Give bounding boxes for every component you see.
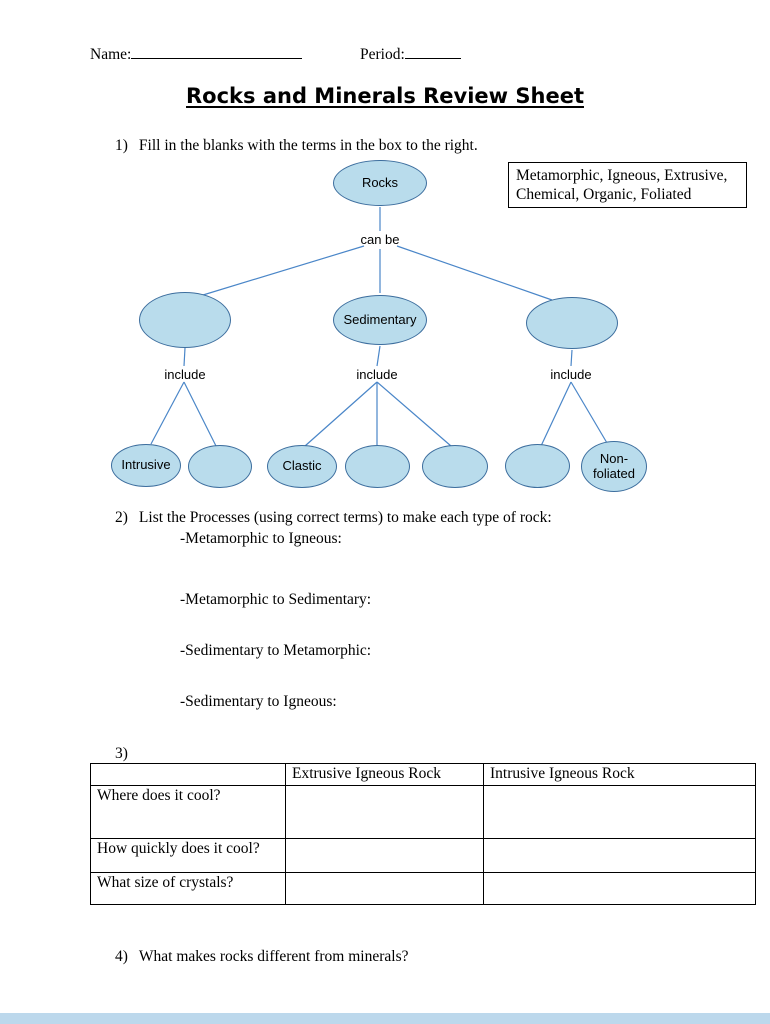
q2-item-sedimentary-igneous: -Sedimentary to Igneous: xyxy=(180,693,337,710)
q3-table: Extrusive Igneous Rock Intrusive Igneous… xyxy=(90,763,756,905)
diagram-connectors xyxy=(150,207,608,447)
ellipse-level2-blank-left[interactable] xyxy=(139,292,231,348)
table-cell-blank[interactable] xyxy=(483,872,756,905)
table-header-row: Extrusive Igneous Rock Intrusive Igneous… xyxy=(90,763,756,786)
label-include-center: include xyxy=(356,367,398,382)
label-can-be: can be xyxy=(360,232,400,247)
word-bank-box: Metamorphic, Igneous, Extrusive, Chemica… xyxy=(508,162,747,208)
table-row-crystal-size: What size of crystals? xyxy=(90,872,756,905)
worksheet-title: Rocks and Minerals Review Sheet xyxy=(186,84,584,108)
question-4: 4) What makes rocks different from minera… xyxy=(115,948,409,966)
table-cell-blank[interactable] xyxy=(285,838,484,873)
q2-item-metamorphic-igneous: -Metamorphic to Igneous: xyxy=(180,530,342,547)
table-cell-blank[interactable] xyxy=(483,785,756,839)
question-2: 2) List the Processes (using correct term… xyxy=(115,509,552,527)
ellipse-rocks: Rocks xyxy=(333,160,427,206)
q1-text: Fill in the blanks with the terms in the… xyxy=(138,137,478,154)
table-row-where: Where does it cool? xyxy=(90,785,756,839)
page-bottom-edge xyxy=(0,1013,770,1024)
period-row: Period: xyxy=(360,44,461,64)
name-row: Name: xyxy=(90,44,303,64)
period-blank-line[interactable] xyxy=(404,44,461,59)
word-bank-line-1: Metamorphic, Igneous, Extrusive, xyxy=(516,167,728,184)
name-blank-line[interactable] xyxy=(131,44,303,59)
period-label: Period: xyxy=(360,46,405,63)
table-row-how-quickly: How quickly does it cool? xyxy=(90,838,756,873)
q4-text: What makes rocks different from minerals… xyxy=(138,948,409,965)
ellipse-level2-blank-right[interactable] xyxy=(526,297,618,349)
table-row-label: Where does it cool? xyxy=(90,785,286,839)
q2-item-metamorphic-sedimentary: -Metamorphic to Sedimentary: xyxy=(180,591,372,608)
table-row-label: How quickly does it cool? xyxy=(90,838,286,873)
ellipse-blank-3[interactable] xyxy=(422,445,488,488)
ellipse-blank-4[interactable] xyxy=(505,444,570,488)
q2-number: 2) xyxy=(115,509,128,526)
q2-text: List the Processes (using correct terms)… xyxy=(138,509,552,526)
q3-number: 3) xyxy=(115,745,128,762)
name-label: Name: xyxy=(90,46,132,63)
q1-number: 1) xyxy=(115,137,128,154)
table-row-label: What size of crystals? xyxy=(90,872,286,905)
ellipse-intrusive: Intrusive xyxy=(111,444,181,487)
q4-number: 4) xyxy=(115,948,128,965)
table-cell-blank[interactable] xyxy=(285,872,484,905)
label-include-right: include xyxy=(550,367,592,382)
q2-item-sedimentary-metamorphic: -Sedimentary to Metamorphic: xyxy=(180,642,372,659)
ellipse-clastic: Clastic xyxy=(267,445,337,488)
table-header-extrusive: Extrusive Igneous Rock xyxy=(285,763,484,786)
table-header-intrusive: Intrusive Igneous Rock xyxy=(483,763,756,786)
ellipse-blank-1[interactable] xyxy=(188,445,252,488)
ellipse-blank-2[interactable] xyxy=(345,445,410,488)
label-include-left: include xyxy=(164,367,206,382)
table-header-blank xyxy=(90,763,286,786)
question-1: 1) Fill in the blanks with the terms in t… xyxy=(115,137,478,155)
word-bank-line-2: Chemical, Organic, Foliated xyxy=(516,186,692,203)
table-cell-blank[interactable] xyxy=(483,838,756,873)
table-cell-blank[interactable] xyxy=(285,785,484,839)
ellipse-sedimentary: Sedimentary xyxy=(333,295,427,345)
ellipse-non-foliated: Non-foliated xyxy=(581,441,647,492)
